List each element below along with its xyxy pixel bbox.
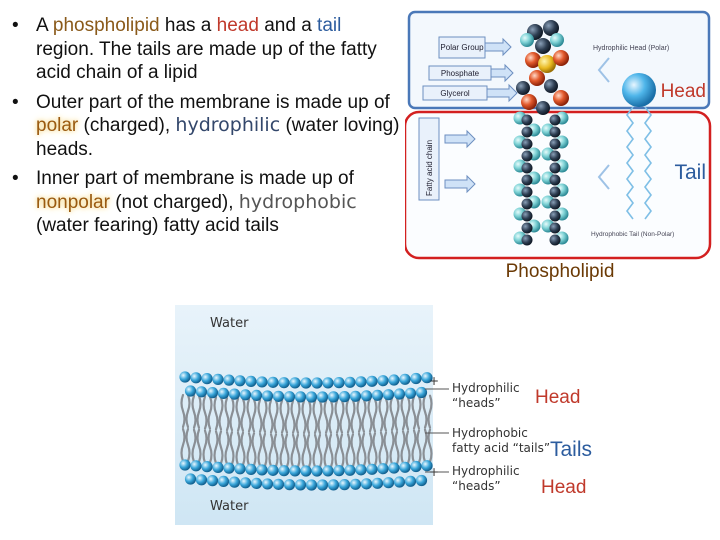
phospholipid-diagram: Polar Group Phosphate Glycerol Fatty aci… (405, 10, 715, 290)
bullet-dot: • (12, 91, 19, 115)
tail-label: Tail (674, 161, 706, 184)
term-phospholipid: phospholipid (53, 15, 160, 36)
bullet-dot: • (12, 14, 19, 38)
bullet-list: • A phospholipid has a head and a tail r… (8, 14, 403, 244)
svg-text:Phosphate: Phosphate (441, 69, 480, 78)
tail-caption: Hydrophobic Tail (Non-Polar) (591, 231, 674, 238)
head-sphere-icon (622, 73, 656, 107)
membrane-bilayer-diagram: Water Water + + Hydrophilic “heads” Hydr… (175, 305, 615, 537)
term-hydrophobic: hydrophobic (239, 191, 357, 213)
hydrophobic-tails-label: Hydrophobic (452, 426, 528, 440)
bullet-text: Outer part of the membrane is made up of (36, 92, 390, 113)
bullet-text: (not charged), (110, 192, 239, 213)
glycerol-box: Glycerol (423, 86, 487, 100)
hydrophilic-heads-label-bottom: “heads” (452, 479, 501, 493)
fatty-acid-chain-label: Fatty acid chain (419, 118, 439, 200)
bullet-text: and a (259, 15, 317, 36)
bullet-text: Inner part of membrane is made up of (36, 168, 354, 189)
term-hydrophilic: hydrophilic (175, 114, 280, 136)
head-caption: Hydrophilic Head (Polar) (593, 45, 669, 52)
svg-text:Glycerol: Glycerol (440, 89, 470, 98)
water-bottom-label: Water (210, 499, 249, 514)
phosphate-box: Phosphate (429, 66, 491, 80)
bullet-text: has a (160, 15, 217, 36)
polar-group-box: Polar Group (439, 37, 485, 58)
hydrophilic-heads-label-bottom: Hydrophilic (452, 464, 520, 478)
head-label-top: Head (535, 387, 580, 408)
bullet-text: (water fearing) fatty acid tails (36, 215, 279, 236)
plus-sign: + (429, 465, 439, 479)
term-tail: tail (317, 15, 341, 36)
tails-label: Tails (550, 438, 592, 461)
water-top-label: Water (210, 316, 249, 331)
svg-text:Polar Group: Polar Group (440, 43, 484, 52)
head-label-bottom: Head (541, 477, 586, 498)
hydrophobic-tails-label: fatty acid “tails” (452, 441, 550, 455)
bullet-text: (charged), (78, 115, 175, 136)
term-nonpolar: nonpolar (36, 192, 110, 213)
bullet-text: A (36, 15, 53, 36)
hydrophilic-heads-label-top: Hydrophilic (452, 381, 520, 395)
bullet-dot: • (12, 167, 19, 191)
bullet-item: • Inner part of membrane is made up of n… (8, 167, 403, 238)
svg-text:Fatty acid chain: Fatty acid chain (425, 140, 434, 196)
phospholipid-caption: Phospholipid (506, 261, 615, 282)
head-label: Head (661, 81, 706, 102)
bullet-item: • Outer part of the membrane is made up … (8, 91, 403, 162)
term-polar: polar (36, 115, 78, 136)
hydrophilic-heads-label-top: “heads” (452, 396, 501, 410)
bullet-text: region. The tails are made up of the fat… (36, 39, 377, 84)
bullet-item: • A phospholipid has a head and a tail r… (8, 14, 403, 85)
plus-sign: + (429, 374, 439, 388)
term-head: head (217, 15, 259, 36)
